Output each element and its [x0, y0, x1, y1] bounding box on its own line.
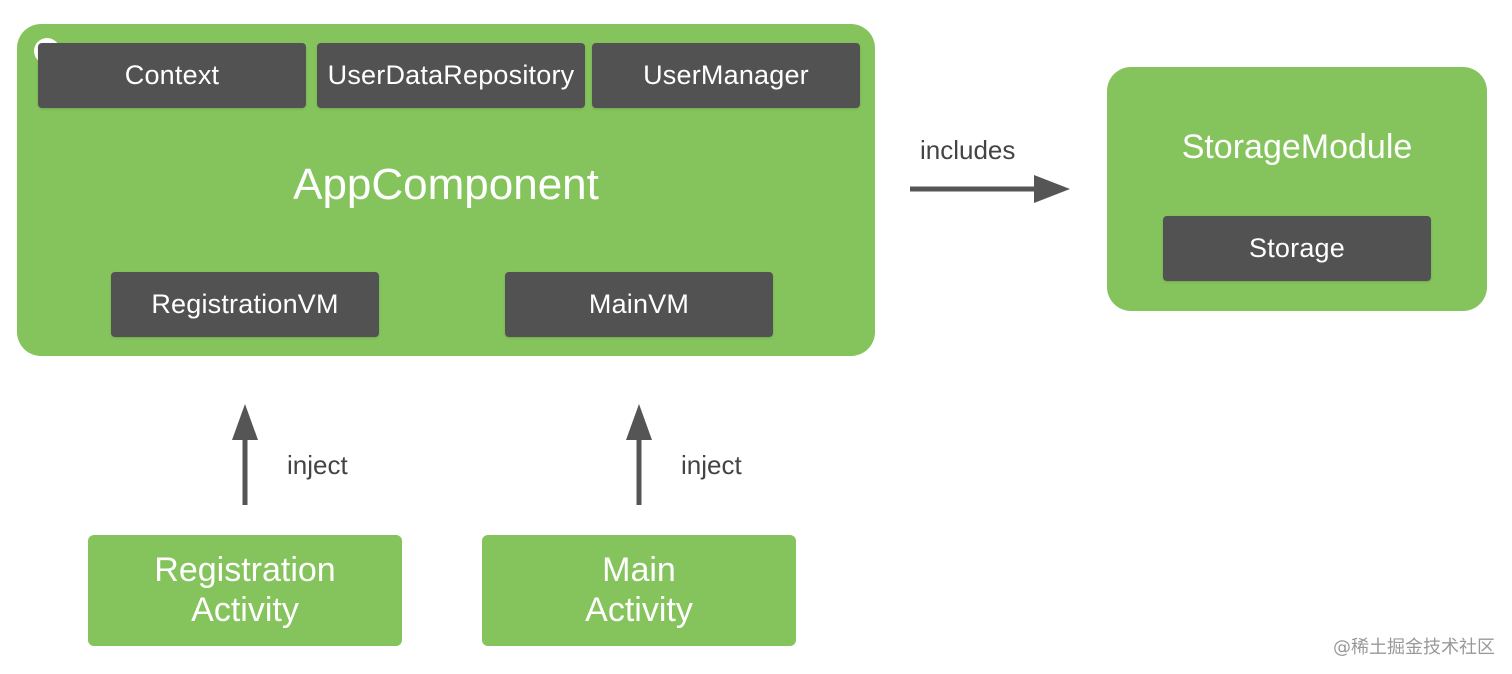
watermark-text: @稀土掘金技术社区 — [1333, 637, 1495, 658]
inject-label-left: inject — [287, 450, 348, 480]
registration-activity-line-1: Registration — [154, 551, 336, 589]
main-vm-box: MainVM — [505, 272, 773, 337]
main-activity-label: Main Activity — [482, 550, 796, 630]
main-activity-node — [482, 535, 796, 646]
registration-activity-node — [88, 535, 402, 646]
storage-module-title: StorageModule — [1181, 128, 1413, 166]
registration-vm-label: RegistrationVM — [151, 289, 339, 319]
registration-vm-box: RegistrationVM — [111, 272, 379, 337]
main-vm-label: MainVM — [588, 289, 690, 319]
inject-arrow-right — [626, 404, 652, 505]
context-box: Context — [38, 43, 306, 108]
includes-arrow — [910, 175, 1070, 203]
context-label: Context — [124, 60, 220, 90]
storage-box: Storage — [1163, 216, 1431, 281]
user-manager-box: UserManager — [592, 43, 860, 108]
storage-label: Storage — [1249, 233, 1345, 263]
main-activity-line-2: Activity — [585, 591, 693, 629]
includes-label: includes — [920, 135, 1016, 165]
user-manager-label: UserManager — [643, 60, 809, 90]
inject-arrow-left — [232, 404, 258, 505]
inject-label-right: inject — [681, 450, 742, 480]
user-data-repository-box: UserDataRepository — [317, 43, 585, 108]
main-activity-line-1: Main — [602, 551, 676, 589]
registration-activity-line-2: Activity — [191, 591, 299, 629]
app-component-title: AppComponent — [293, 160, 599, 209]
user-data-repository-label: UserDataRepository — [327, 60, 575, 90]
registration-activity-label: Registration Activity — [88, 550, 402, 630]
